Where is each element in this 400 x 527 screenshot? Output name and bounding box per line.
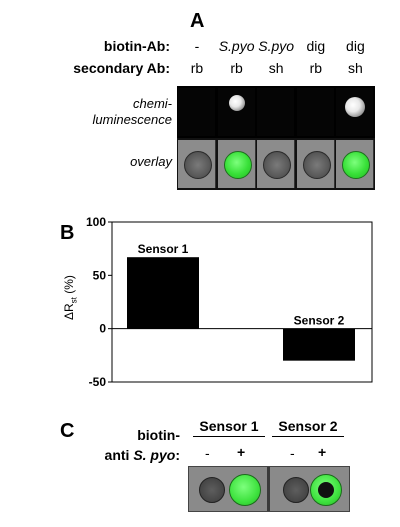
- panel-c-image-strip: [188, 466, 350, 512]
- chemi-cell-5: [336, 88, 374, 136]
- overlay-well-5: [342, 151, 371, 179]
- overlay-cell-5: [336, 140, 375, 188]
- overlay-cell-3: [257, 140, 296, 188]
- overlay-well-4: [302, 151, 331, 179]
- bar-1: [127, 257, 199, 329]
- sensor2-pos-well: [310, 474, 342, 506]
- y-axis-title-main: ΔR: [62, 303, 76, 320]
- overlay-well-3: [263, 151, 292, 179]
- chemi-spot-5: [345, 97, 366, 117]
- secondary-col-label-2: rb: [230, 60, 243, 76]
- sensor2-pos-well-core: [318, 482, 334, 498]
- overlay-cell-4: [296, 140, 335, 188]
- sensor-divider: [267, 467, 270, 511]
- anti-label: anti: [104, 447, 134, 463]
- biotin-col-label-5: dig: [346, 38, 365, 54]
- sensor1-pos-well: [229, 474, 261, 506]
- overlay-label: overlay: [130, 154, 172, 169]
- plot-frame: [111, 221, 373, 383]
- secondary-col-label-4: rb: [309, 60, 323, 76]
- sensor1-neg-well: [199, 477, 225, 503]
- panel-c-letter: C: [60, 420, 75, 442]
- y-tick-label-3: 100: [86, 215, 106, 229]
- overlay-cell-2: [217, 140, 256, 188]
- chemi-cell-3: [257, 88, 295, 136]
- biotin-col-label-1: -: [194, 38, 200, 54]
- sensor1-plus: +: [237, 444, 246, 460]
- sensor2-header-c: Sensor 2: [278, 418, 338, 434]
- sensor1-header-c: Sensor 1: [199, 418, 259, 434]
- bar-2: [283, 328, 355, 361]
- chemi-spot-2: [228, 95, 245, 111]
- sensor1-minus: -: [205, 445, 210, 461]
- y-axis-title-suffix: (%): [62, 275, 76, 298]
- colon-label: :: [175, 447, 180, 463]
- y-tick-label-1: 0: [99, 322, 106, 336]
- biotin-label-c: biotin-: [137, 427, 180, 443]
- secondary-col-label-3: sh: [268, 60, 284, 76]
- secondary-col-label-5: sh: [347, 60, 363, 76]
- panel-b-letter: B: [60, 222, 75, 244]
- overlay-well-2: [223, 151, 252, 179]
- secondary-ab-label: secondary Ab:: [73, 60, 170, 76]
- y-tick-label-0: -50: [89, 375, 107, 389]
- sensor2-plus: +: [318, 444, 327, 460]
- y-axis-title: ΔRst (%): [62, 275, 78, 320]
- chemi-cell-1: [178, 88, 215, 136]
- bar-label-2: Sensor 2: [294, 314, 345, 328]
- y-tick-label-2: 50: [93, 268, 107, 282]
- secondary-col-label-1: rb: [190, 60, 204, 76]
- biotin-col-label-3: S.pyo: [258, 38, 295, 54]
- overlay-well-1: [184, 151, 212, 179]
- bar-label-1: Sensor 1: [138, 242, 189, 256]
- sensor2-underline: [272, 436, 344, 437]
- overlay-cell-1: [178, 140, 216, 188]
- anti-spyo-label-c: anti S. pyo:: [20, 447, 180, 463]
- sensor2-minus: -: [290, 445, 295, 461]
- chemi-cell-2: [217, 88, 255, 136]
- biotin-col-label-4: dig: [306, 38, 326, 54]
- sensor2-neg-well: [283, 477, 309, 503]
- chemiluminescence-label: chemi- luminescence: [92, 96, 173, 127]
- biotin-ab-label: biotin-Ab:: [103, 38, 170, 54]
- sensor1-underline: [193, 436, 265, 437]
- panel-a-letter: A: [190, 10, 205, 32]
- chemi-cell-4: [296, 88, 334, 136]
- biotin-col-label-2: S.pyo: [218, 38, 255, 54]
- y-axis-title-sub: st: [69, 297, 79, 304]
- spyo-label: S. pyo: [133, 447, 176, 463]
